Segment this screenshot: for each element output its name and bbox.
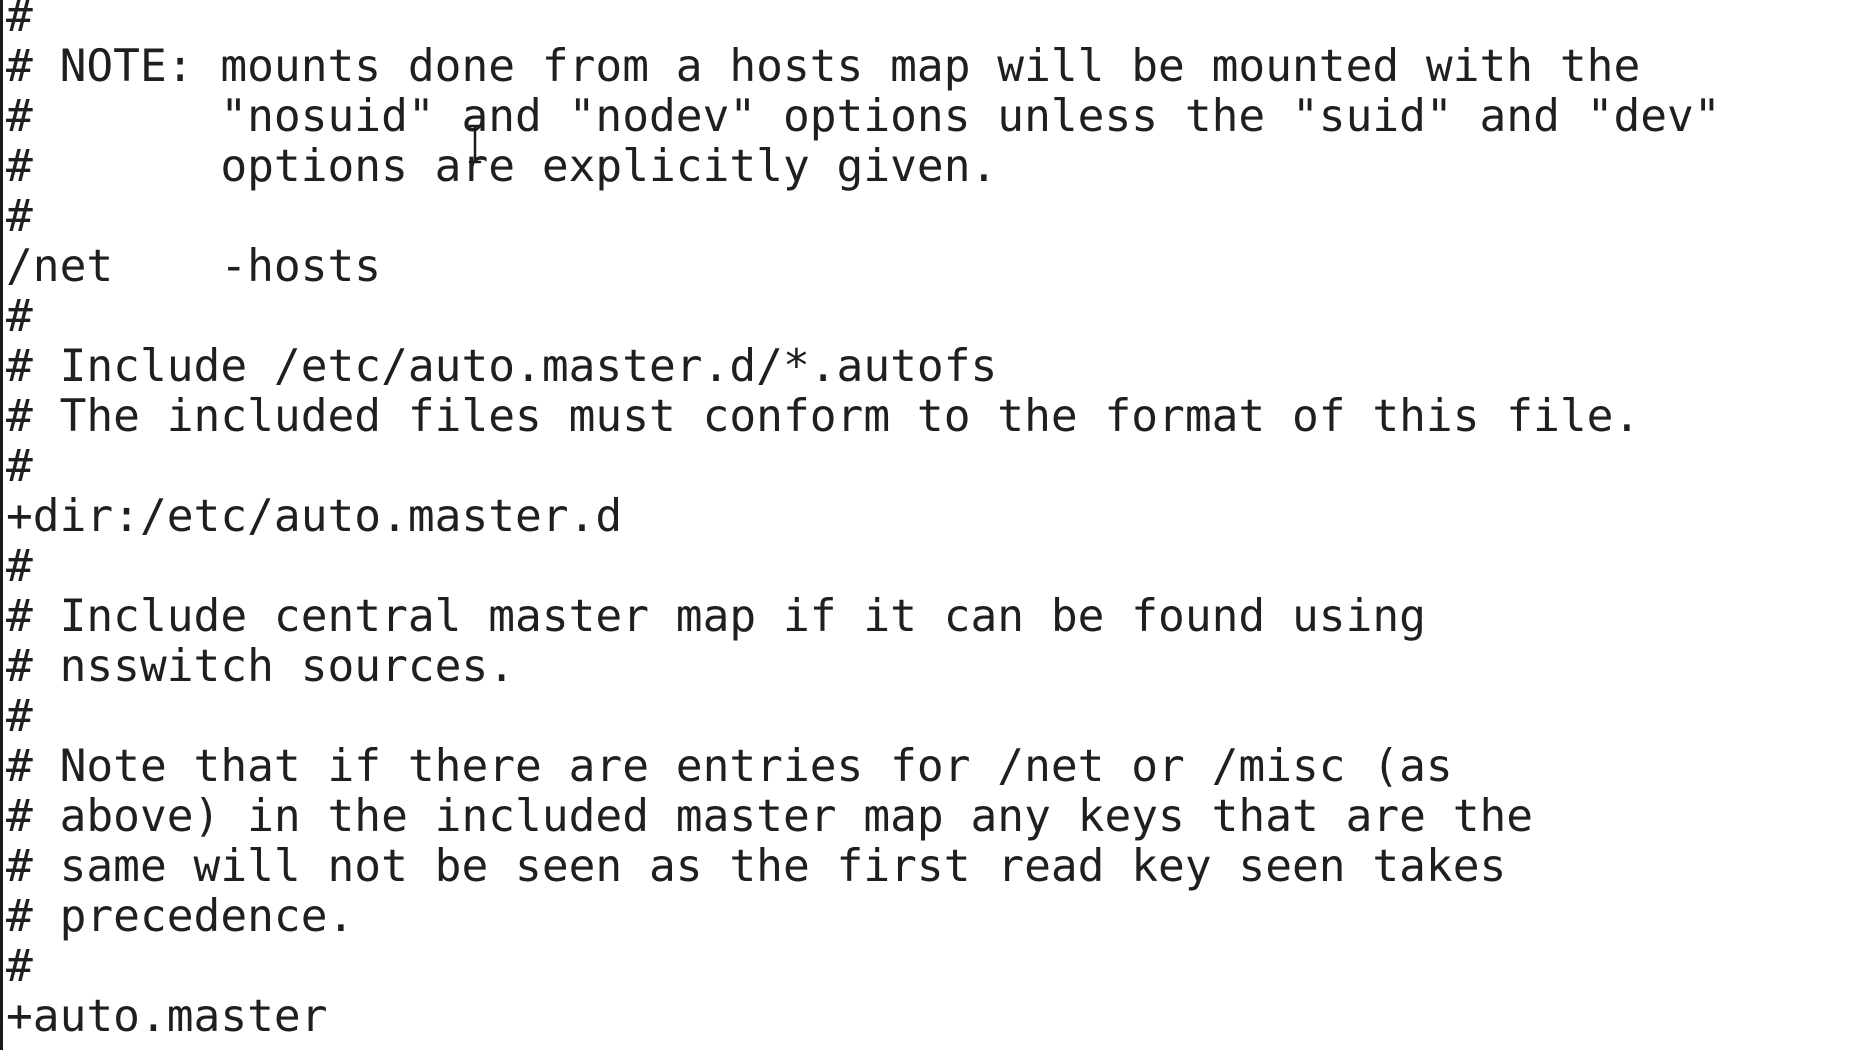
code-line-15: #	[6, 691, 33, 742]
code-line-11: +dir:/etc/auto.master.d	[6, 491, 623, 542]
code-line-16: # Note that if there are entries for /ne…	[6, 741, 1453, 792]
code-line-18: # same will not be seen as the first rea…	[6, 841, 1507, 892]
code-line-21: +auto.master	[6, 991, 328, 1042]
code-line-3: # "nosuid" and "nodev" options unless th…	[6, 91, 1721, 142]
code-line-8: # Include /etc/auto.master.d/*.autofs	[6, 341, 998, 392]
code-line-9: # The included files must conform to the…	[6, 391, 1641, 442]
code-line-4: # options are explicitly given.	[6, 141, 998, 192]
code-line-13: # Include central master map if it can b…	[6, 591, 1426, 642]
code-line-1: #	[6, 0, 33, 42]
editor-left-border	[0, 0, 3, 1050]
code-line-2: # NOTE: mounts done from a hosts map wil…	[6, 41, 1641, 92]
code-line-19: # precedence.	[6, 891, 355, 942]
ibeam-cursor-icon	[468, 124, 482, 164]
code-line-7: #	[6, 291, 33, 342]
code-line-6: /net -hosts	[6, 241, 382, 292]
code-text-area[interactable]: # # NOTE: mounts done from a hosts map w…	[6, 0, 1870, 1042]
code-line-10: #	[6, 441, 33, 492]
code-line-20: #	[6, 941, 33, 992]
code-line-5: #	[6, 191, 33, 242]
code-line-14: # nsswitch sources.	[6, 641, 516, 692]
code-line-17: # above) in the included master map any …	[6, 791, 1534, 842]
code-line-12: #	[6, 541, 33, 592]
